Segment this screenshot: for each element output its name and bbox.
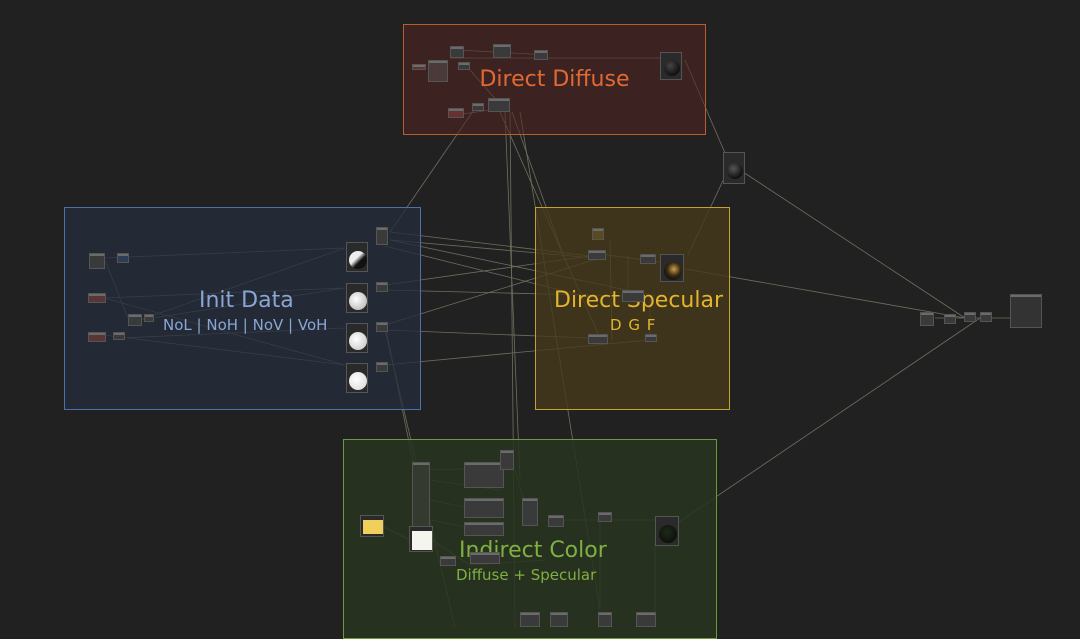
preview-sphere [349, 292, 367, 310]
graph-node[interactable] [346, 323, 368, 353]
wire [739, 169, 966, 319]
graph-node[interactable] [723, 152, 745, 184]
graph-node[interactable] [88, 293, 106, 303]
graph-node[interactable] [428, 60, 448, 82]
graph-node[interactable] [980, 312, 992, 322]
preview-sphere [349, 251, 367, 269]
graph-node[interactable] [588, 250, 606, 260]
preview-sphere [349, 372, 367, 390]
graph-node[interactable] [128, 314, 142, 326]
graph-node[interactable] [89, 253, 105, 269]
graph-node[interactable] [500, 450, 514, 470]
graph-node[interactable] [464, 522, 504, 536]
graph-node[interactable] [548, 515, 564, 527]
graph-node[interactable] [592, 228, 604, 240]
graph-node[interactable] [488, 98, 510, 112]
preview-sphere [727, 163, 743, 179]
preview-sphere [664, 262, 682, 280]
graph-node[interactable] [376, 322, 388, 332]
graph-node[interactable] [660, 254, 684, 282]
graph-node[interactable] [534, 50, 548, 60]
graph-node[interactable] [588, 334, 608, 344]
graph-node[interactable] [640, 254, 656, 264]
graph-node[interactable] [346, 283, 368, 313]
graph-node[interactable] [622, 290, 644, 302]
group-direct-specular[interactable]: Direct Specular D G F [535, 207, 730, 410]
graph-node[interactable] [412, 462, 430, 532]
color-swatch [412, 531, 432, 550]
graph-node[interactable] [450, 46, 464, 58]
graph-node[interactable] [117, 253, 129, 263]
wire [504, 111, 521, 481]
graph-node[interactable] [113, 332, 125, 340]
graph-node[interactable] [636, 612, 656, 627]
graph-node[interactable] [464, 462, 504, 488]
graph-node[interactable] [598, 512, 612, 522]
graph-node[interactable] [550, 612, 568, 627]
group-subtitle: Diffuse + Specular [456, 566, 597, 584]
graph-node[interactable] [522, 498, 538, 526]
master-output-node[interactable] [1010, 294, 1042, 328]
graph-node[interactable] [520, 612, 540, 627]
graph-node[interactable] [412, 64, 426, 70]
graph-node[interactable] [376, 227, 388, 245]
group-subtitle: NoL | NoH | NoV | VoH [163, 316, 328, 334]
graph-node[interactable] [964, 312, 976, 322]
graph-node[interactable] [493, 44, 511, 58]
graph-node[interactable] [448, 108, 464, 118]
graph-node[interactable] [144, 314, 154, 322]
graph-node[interactable] [470, 552, 500, 564]
graph-node[interactable] [88, 332, 106, 342]
color-swatch-node[interactable] [409, 526, 433, 552]
wire [666, 317, 981, 531]
color-swatch [363, 520, 383, 534]
graph-node[interactable] [346, 242, 368, 272]
graph-node[interactable] [645, 334, 657, 342]
preview-sphere [349, 332, 367, 350]
graph-node[interactable] [655, 516, 679, 546]
graph-node[interactable] [458, 62, 470, 70]
group-subtitle: D G F [610, 316, 657, 334]
group-title: Init Data [199, 288, 294, 313]
preview-sphere [659, 525, 677, 543]
graph-node[interactable] [472, 103, 484, 111]
graph-node[interactable] [440, 556, 456, 566]
graph-node[interactable] [660, 52, 682, 80]
graph-node[interactable] [598, 612, 612, 627]
graph-node[interactable] [376, 282, 388, 292]
group-title: Direct Diffuse [479, 67, 630, 92]
graph-node[interactable] [920, 312, 934, 326]
graph-node[interactable] [376, 362, 388, 372]
color-swatch-node[interactable] [360, 515, 384, 537]
graph-node[interactable] [464, 498, 504, 518]
graph-node[interactable] [944, 314, 956, 324]
preview-sphere [664, 60, 680, 76]
graph-node[interactable] [346, 363, 368, 393]
